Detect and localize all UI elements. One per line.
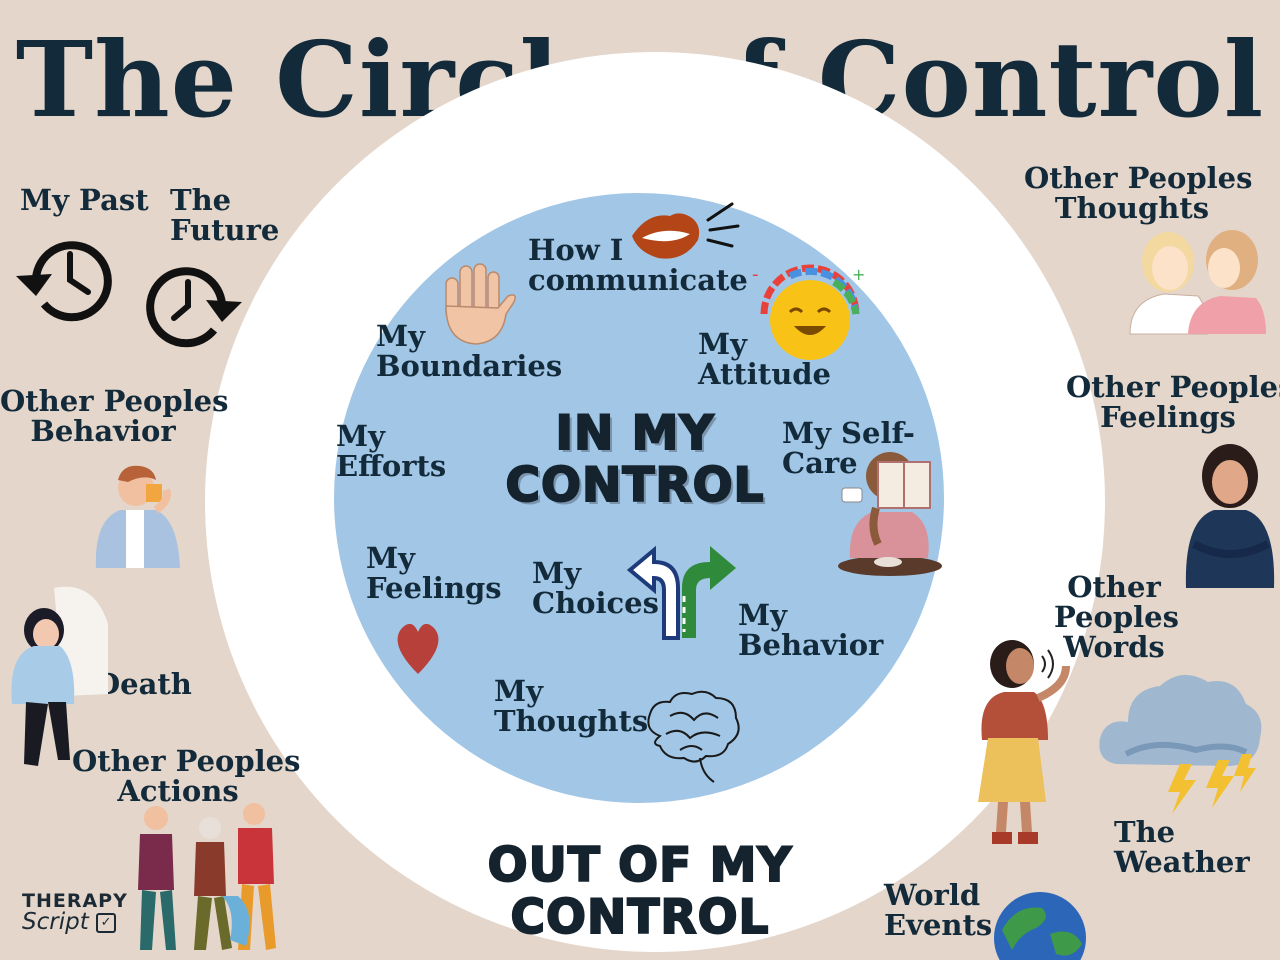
heart-icon bbox=[397, 623, 439, 674]
future-clock-icon bbox=[146, 267, 242, 348]
happy-sun-meter-icon: - + bbox=[752, 264, 865, 360]
svg-text:+: + bbox=[852, 265, 865, 284]
women-whispering-icon bbox=[1129, 230, 1266, 335]
woman-reading-icon bbox=[838, 452, 942, 576]
man-drinking-icon bbox=[95, 465, 180, 568]
group-people-icon bbox=[138, 803, 276, 950]
woman-speaking-icon bbox=[978, 640, 1070, 844]
label-my-past: My Past bbox=[20, 183, 149, 217]
globe-icon bbox=[994, 892, 1086, 960]
in-my-control-heading: IN MY CONTROL bbox=[505, 406, 765, 513]
brain-icon bbox=[647, 690, 740, 783]
label-my-self-care: My Self-Care bbox=[782, 416, 915, 480]
checkbox-icon: ✓ bbox=[96, 912, 117, 933]
brand-logo: THERAPY Script ✓ bbox=[22, 890, 128, 935]
hand-stop-icon bbox=[445, 263, 516, 345]
fork-arrows-icon bbox=[626, 545, 736, 640]
lips-icon bbox=[632, 202, 740, 259]
svg-text:-: - bbox=[752, 264, 759, 285]
label-death: Death bbox=[95, 667, 192, 701]
sad-woman-icon bbox=[1185, 444, 1275, 588]
history-clock-icon bbox=[16, 241, 112, 322]
out-of-my-control-heading: OUT OF MY CONTROL bbox=[487, 838, 793, 945]
grieving-woman-icon bbox=[11, 586, 108, 766]
storm-cloud-icon bbox=[1099, 674, 1262, 814]
